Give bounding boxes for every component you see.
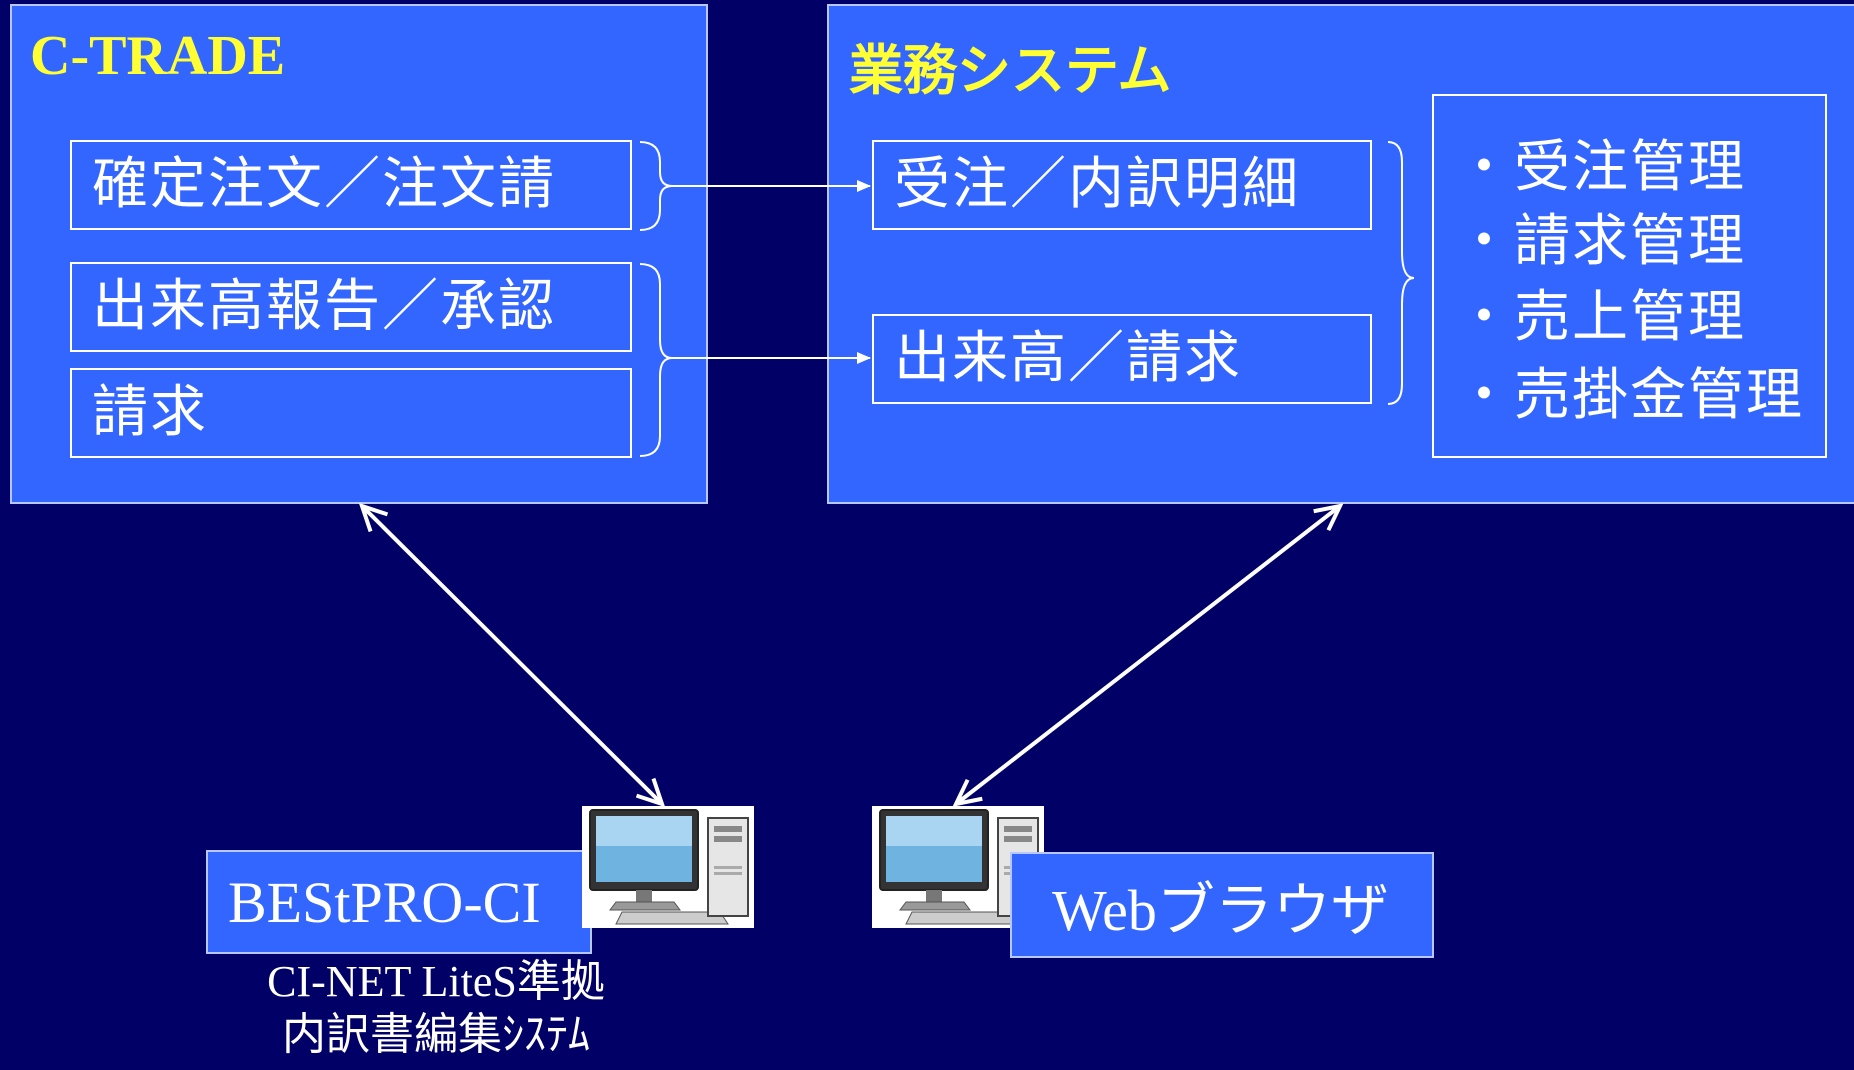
- function-item-billing: ・請求管理: [1456, 209, 1746, 274]
- function-item-receivables: ・売掛金管理: [1456, 363, 1804, 428]
- bestpro-caption: CI-NET LiteS準拠 内訳書編集ｼｽﾃﾑ: [226, 956, 646, 1062]
- function-item-order: ・受注管理: [1456, 135, 1746, 200]
- browser-label-box: Webブラウザ: [1010, 852, 1434, 958]
- ctrade-item-progress: 出来高報告／承認: [70, 262, 632, 352]
- bestpro-caption-line2: 内訳書編集ｼｽﾃﾑ: [282, 1008, 590, 1060]
- function-item-sales: ・売上管理: [1456, 285, 1746, 350]
- ctrade-item-order: 確定注文／注文請: [70, 140, 632, 230]
- gyomu-item-order: 受注／内訳明細: [872, 140, 1372, 230]
- brace-ctrade-order: [639, 141, 673, 231]
- bestpro-label: BEStPRO-CI: [228, 869, 541, 935]
- gyomu-function-list: ・受注管理 ・請求管理 ・売上管理 ・売掛金管理: [1432, 94, 1827, 458]
- brace-gyomu: [1387, 141, 1415, 405]
- gyomu-item-progress: 出来高／請求: [872, 314, 1372, 404]
- desktop-computer-icon: [582, 806, 754, 928]
- bestpro-caption-line1: CI-NET LiteS準拠: [267, 957, 605, 1006]
- arrow-gyomu-browser: [956, 506, 1340, 804]
- bestpro-label-box: BEStPRO-CI: [206, 850, 592, 954]
- browser-label: Webブラウザ: [1052, 878, 1389, 943]
- gyomu-title: 業務システム: [849, 39, 1172, 102]
- brace-ctrade-progress-billing: [639, 263, 673, 457]
- ctrade-item-billing: 請求: [70, 368, 632, 458]
- ctrade-title: C-TRADE: [30, 25, 286, 87]
- arrow-ctrade-bestpro: [362, 506, 662, 804]
